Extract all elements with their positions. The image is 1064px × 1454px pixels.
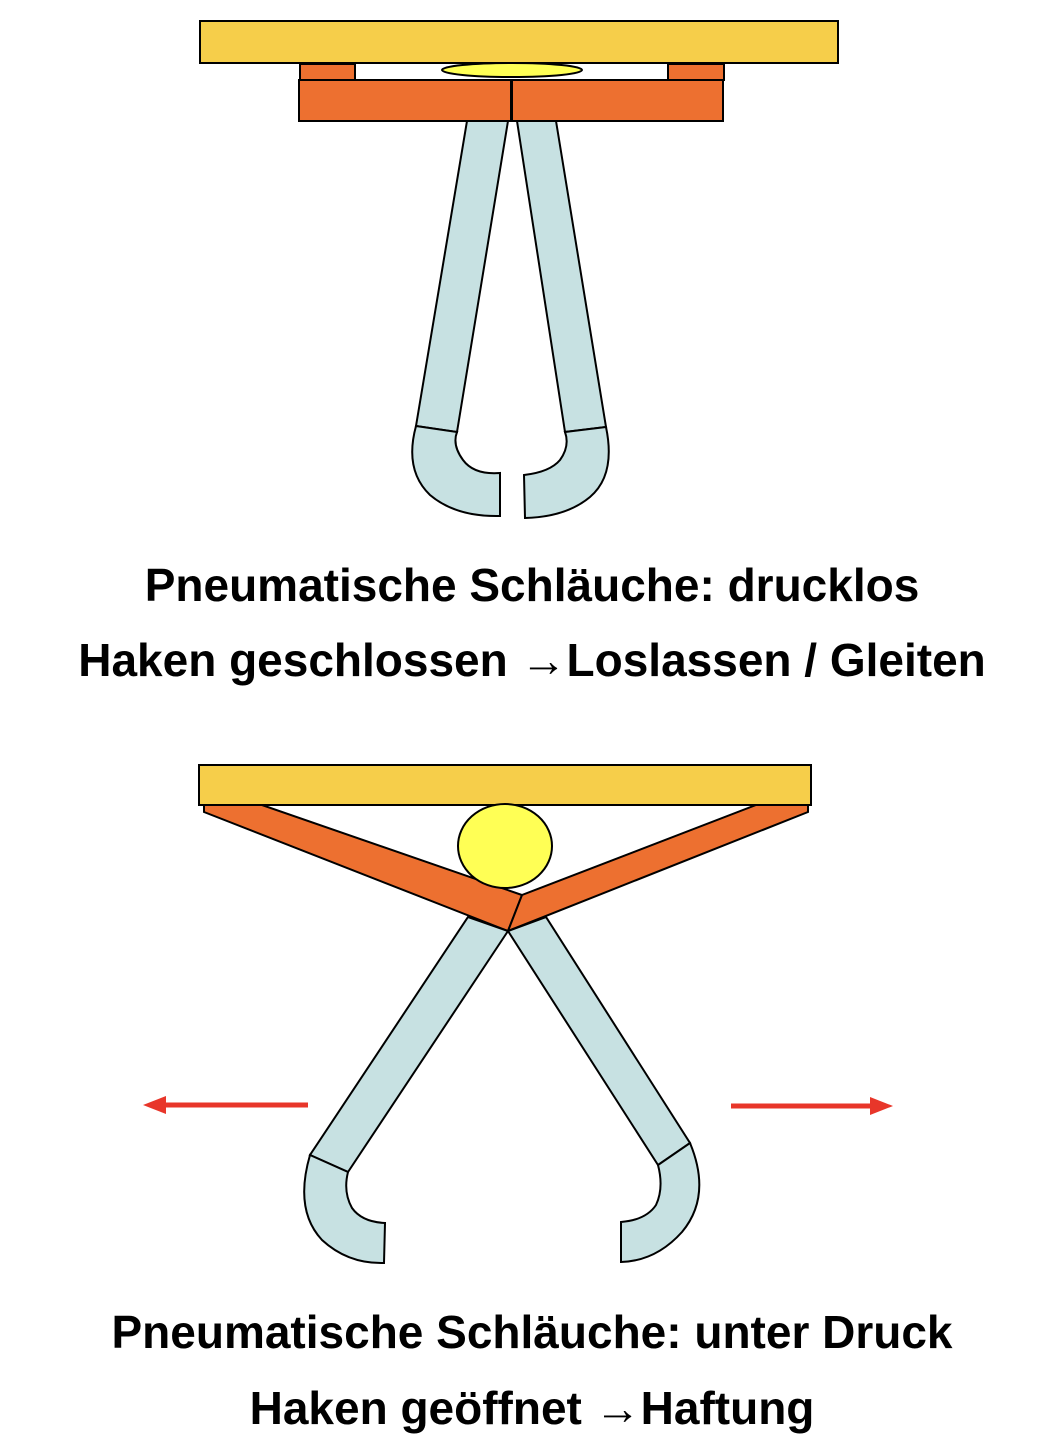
left-base-arm — [298, 79, 512, 122]
arrow-left-icon — [143, 1096, 308, 1114]
bottom-surface-plate — [198, 764, 812, 806]
left-pneumatic-tube-open — [308, 915, 510, 1174]
open-gripper — [143, 764, 893, 1265]
closed-gripper — [199, 20, 839, 520]
left-spacer-pad — [299, 63, 356, 81]
closed-caption-line1: Pneumatische Schläuche: drucklos — [144, 559, 920, 611]
right-inclined-arm — [506, 804, 809, 933]
right-base-arm — [511, 79, 724, 122]
right-hook-open — [620, 1141, 701, 1264]
closed-caption-line2: Haken geschlossen →Loslassen / Gleiten — [78, 634, 986, 686]
round-object — [457, 803, 553, 889]
right-pneumatic-tube — [515, 120, 608, 434]
right-hook — [522, 425, 610, 520]
left-hook-open — [303, 1153, 387, 1265]
top-surface-plate — [199, 20, 839, 64]
left-pneumatic-tube — [414, 120, 510, 434]
flattened-object — [441, 62, 583, 78]
right-spacer-pad — [667, 63, 725, 81]
open-caption-line2: Haken geöffnet →Haftung — [249, 1382, 815, 1434]
left-hook — [411, 424, 501, 518]
arrow-right-icon — [731, 1097, 893, 1115]
open-caption-line1: Pneumatische Schläuche: unter Druck — [111, 1306, 953, 1358]
right-pneumatic-tube-open — [506, 915, 692, 1167]
